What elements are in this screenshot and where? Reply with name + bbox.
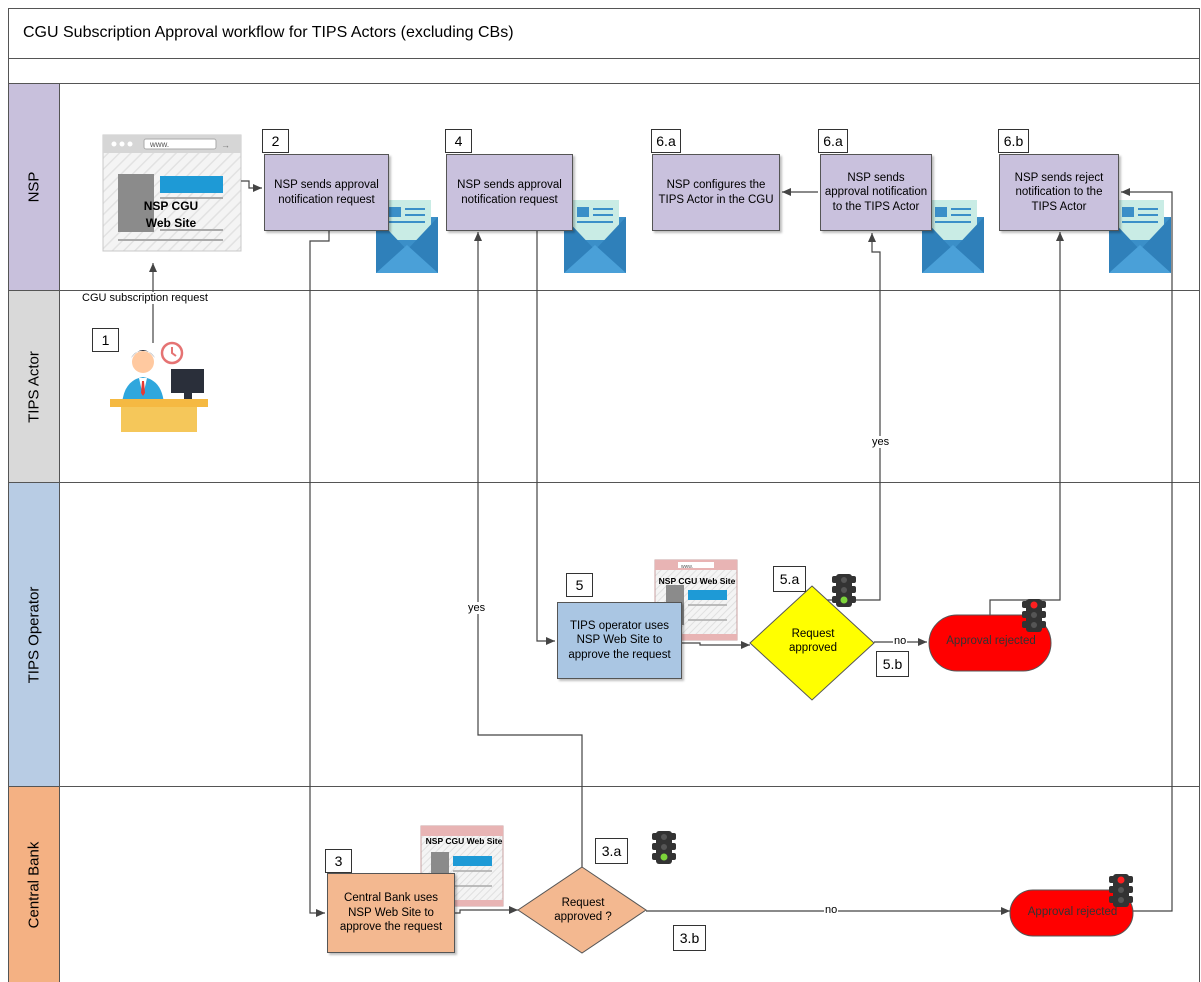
decision-operator-text: Request approved — [789, 628, 837, 655]
diagram-title-bar: CGU Subscription Approval workflow for T… — [8, 8, 1200, 59]
step-number-6a-notify: 6.a — [818, 129, 848, 153]
terminal-operator-text: Approval rejected — [946, 635, 1036, 647]
step-number-3: 3 — [325, 849, 352, 873]
mini-website-url: www. — [681, 564, 693, 570]
process-nsp-send-approval-2: NSP sends approval notification request — [264, 154, 389, 231]
step-number-4: 4 — [445, 129, 472, 153]
website-label: NSP CGU Web Site — [143, 199, 199, 231]
terminal-cb-text: Approval rejected — [1027, 906, 1118, 918]
process-nsp-send-approval-4: NSP sends approval notification request — [446, 154, 573, 231]
website-url: www. — [149, 140, 169, 149]
traffic-light-green-icon — [652, 831, 676, 864]
edge-label-yes-cb: yes — [467, 602, 487, 614]
step-number-5a: 5.a — [773, 566, 806, 592]
lane-header-central-bank: Central Bank — [9, 787, 60, 982]
window-dot-icon — [127, 141, 133, 147]
step-number-6b: 6.b — [998, 129, 1029, 153]
traffic-light-green-icon — [832, 574, 856, 607]
lane-header-tips-operator: TIPS Operator — [9, 483, 60, 786]
lane-header-tips-actor: TIPS Actor — [9, 291, 60, 482]
decision-cb-shape — [517, 866, 647, 954]
website-graphic: www. → — [102, 134, 242, 252]
arrow-right-icon: → — [221, 140, 230, 150]
traffic-light-red-icon — [1022, 599, 1046, 632]
edge-label-subscription-request: CGU subscription request — [81, 292, 209, 304]
lane-tips-operator: TIPS Operator — [8, 482, 1200, 787]
traffic-light-red-icon — [1109, 874, 1133, 907]
process-cb-uses-site: Central Bank uses NSP Web Site to approv… — [327, 873, 455, 953]
terminal-operator-shape — [928, 614, 1052, 672]
process-operator-uses-site: TIPS operator uses NSP Web Site to appro… — [557, 602, 682, 679]
step-number-2: 2 — [262, 129, 289, 153]
process-nsp-send-approval-actor: NSP sends approval notification to the T… — [820, 154, 932, 231]
envelope-icon — [564, 200, 626, 273]
step-number-1: 1 — [92, 328, 119, 352]
process-nsp-configure: NSP configures the TIPS Actor in the CGU — [652, 154, 780, 231]
lane-header-nsp: NSP — [9, 84, 60, 290]
mini-website-label: NSP CGU Web Site — [658, 576, 736, 586]
connectors — [149, 180, 1173, 917]
person-at-desk-icon — [110, 341, 208, 432]
step-number-5: 5 — [566, 573, 593, 597]
envelope-icon — [1109, 200, 1171, 273]
edge-label-no-cb: no — [824, 904, 839, 916]
envelope-icon — [922, 200, 984, 273]
process-nsp-send-reject-actor: NSP sends reject notification to the TIP… — [999, 154, 1119, 231]
step-number-6a-configure: 6.a — [651, 129, 681, 153]
diagram-title: CGU Subscription Approval workflow for T… — [23, 24, 514, 41]
edge-label-no-operator: no — [893, 635, 908, 647]
window-dot-icon — [119, 141, 125, 147]
window-dot-icon — [111, 141, 117, 147]
terminal-cb-shape — [1009, 889, 1134, 937]
edge-label-yes-operator: yes — [871, 436, 891, 448]
step-number-3b: 3.b — [673, 925, 706, 951]
lane-central-bank: Central Bank — [8, 786, 1200, 982]
step-number-5b: 5.b — [876, 651, 909, 677]
decision-operator-shape — [749, 585, 875, 701]
step-number-3a: 3.a — [595, 838, 628, 864]
mini-website-label: NSP CGU Web Site — [425, 836, 503, 846]
decision-cb-text: Request approved ? — [554, 897, 612, 924]
